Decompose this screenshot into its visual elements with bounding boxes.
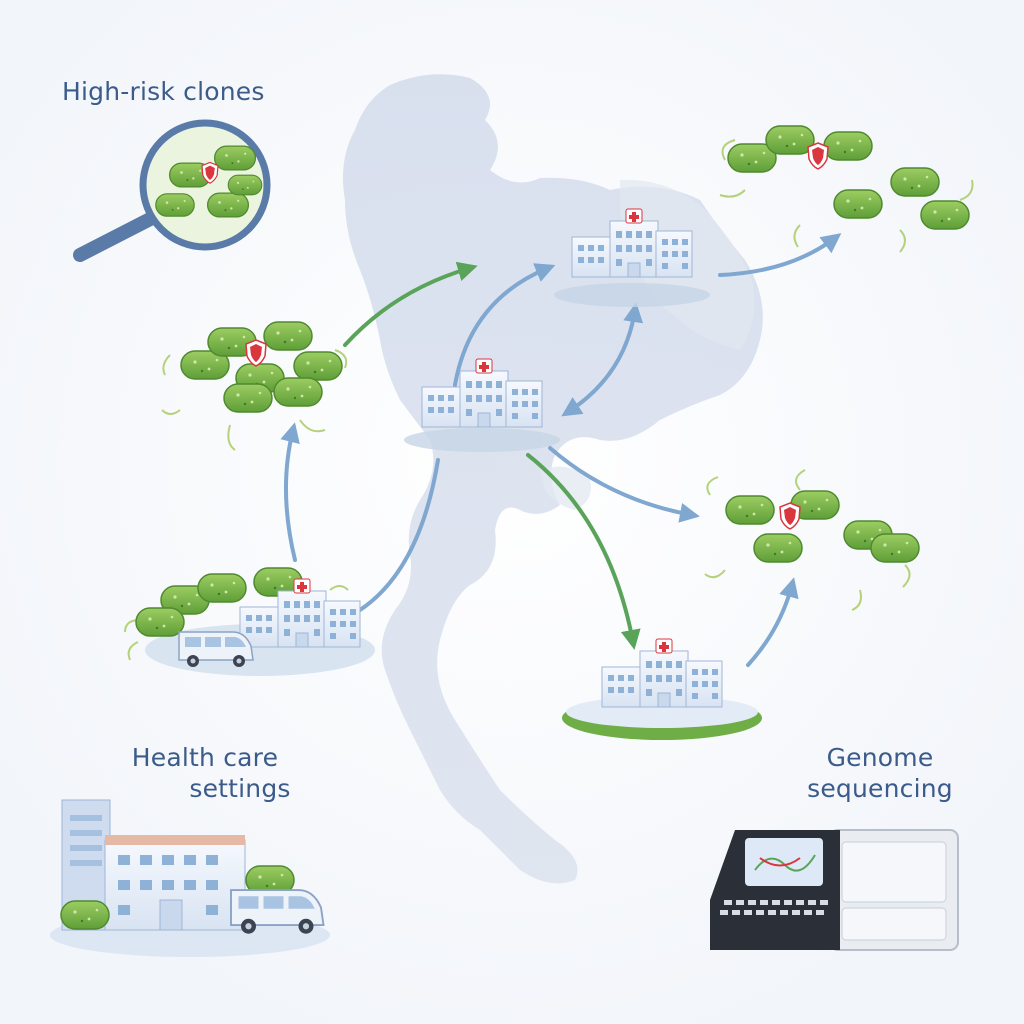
health-care-illustration: [50, 799, 330, 957]
bacteria-cluster-icon: [161, 321, 348, 451]
health-care-label-line1: Health care: [131, 743, 279, 772]
transmission-arrows: [280, 233, 842, 667]
genome-label-line1: Genome: [826, 743, 934, 772]
transmission-arrow-icon: [526, 453, 641, 650]
hospital-icon: [554, 208, 710, 307]
transmission-arrow-icon: [548, 446, 700, 523]
hospital-icon: [404, 358, 560, 452]
magnifier-icon: [73, 119, 271, 262]
hospital-icon: [562, 638, 762, 740]
transmission-arrow-icon: [453, 263, 556, 387]
transmission-arrow-icon: [561, 302, 644, 417]
bacteria-cluster-icon: [719, 125, 974, 253]
transmission-arrow-icon: [746, 577, 799, 667]
transmission-arrow-icon: [280, 422, 300, 562]
transmission-arrow-icon: [343, 261, 478, 347]
sequencer-icon: [710, 829, 959, 951]
bacteria-cluster-icon: [704, 469, 920, 611]
genome-sequencing-label: Genome sequencing: [790, 742, 970, 804]
health-care-settings-label: Health care settings: [100, 742, 310, 804]
transmission-arrow-icon: [718, 233, 842, 277]
high-risk-clones-label: High-risk clones: [62, 77, 265, 106]
hospital-icon: [124, 567, 375, 676]
genome-label-line2: sequencing: [807, 774, 953, 803]
transmission-arrow-icon: [358, 458, 440, 612]
health-care-label-line2: settings: [189, 774, 291, 803]
